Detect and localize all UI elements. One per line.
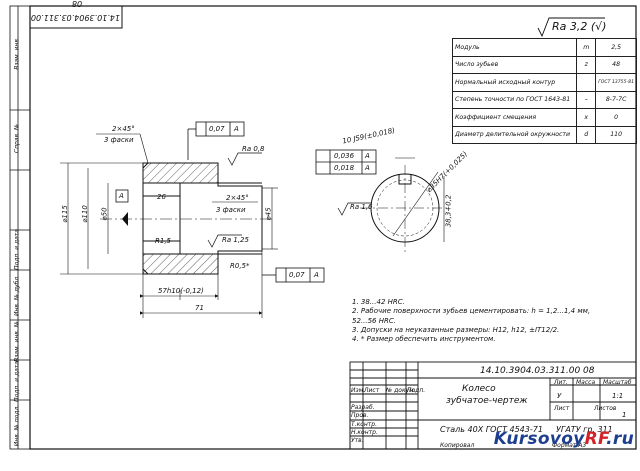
radius-15: R1,5	[155, 237, 171, 245]
hub-roughness-label: Ra 1,6	[350, 203, 373, 211]
col-lit: Лит.	[554, 379, 568, 386]
sheets-label: Листов	[594, 405, 617, 412]
col-scale: Масштаб	[603, 379, 632, 386]
top-code-box	[29, 5, 123, 29]
roughness-inner-sign	[207, 234, 242, 248]
head-izm: Изм.	[351, 387, 366, 394]
param-name: Модуль	[451, 38, 578, 57]
head-sign: Подп.	[407, 387, 426, 394]
dia-110: ⌀110	[80, 205, 89, 223]
drawing-canvas	[9, 5, 637, 450]
chamfer-top-leader	[96, 133, 149, 164]
chamfer-top-label: 2×45°	[112, 125, 135, 133]
head-doc: № докум.	[386, 387, 416, 394]
title-doc-code: 14.10.3904.03.311.00 08	[480, 366, 595, 376]
material-label: Сталь 40Х ГОСТ 4543-71	[440, 425, 543, 434]
role-utv: Утв.	[351, 437, 364, 444]
title-block	[349, 361, 637, 450]
table-row: Степень точности по ГОСТ 1643-81–8-7-7С	[451, 90, 637, 109]
side-stamp	[9, 5, 31, 450]
dia-50: ⌀50	[100, 207, 109, 221]
part-name-1: Колесо	[462, 384, 496, 394]
note-line: 2. Рабочие поверхности зубьев цементиров…	[352, 307, 591, 316]
side-label-1: Взам. инв.	[13, 37, 21, 70]
role-nkontr: Н.контр.	[351, 429, 378, 436]
hub-tol-1-datum: А	[365, 152, 370, 160]
param-name: Диаметр делительной окружности	[451, 125, 578, 144]
note-line: 1. 38...42 HRC.	[352, 298, 405, 306]
note-line: 52...56 HRC.	[352, 316, 396, 325]
side-label-7: Инв. № подл.	[13, 404, 21, 447]
side-label-2: Справ. №	[13, 123, 21, 154]
radius-05: R0,5*	[230, 262, 250, 270]
hub-dia-leader	[392, 171, 439, 237]
role-prov: Пров.	[351, 412, 369, 419]
datum-triangle	[122, 212, 128, 226]
hub-tolerance-frames	[315, 149, 377, 175]
runout-bottom-datum: А	[314, 271, 319, 279]
role-razrab: Разраб.	[351, 404, 375, 411]
dia-45: ⌀45	[264, 207, 273, 221]
runout-bottom-value: 0,07	[289, 271, 305, 279]
roughness-general: Ra 3,2 (√)	[552, 20, 607, 33]
param-name: Степень точности по ГОСТ 1643-81	[451, 90, 578, 109]
col-mass: Масса	[576, 379, 596, 386]
hub-tol-1: 0,036	[334, 152, 355, 160]
length-dimensions	[140, 251, 263, 318]
format-label: Формат А3	[552, 442, 587, 449]
roughness-general-sign	[537, 17, 605, 38]
chamfer-top-count: 3 фаски	[104, 136, 134, 144]
lit-value: У	[557, 392, 562, 400]
note-line: 4. * Размер обеспечить инструментом.	[352, 335, 496, 344]
sheets-value: 1	[622, 411, 627, 419]
dim-26: 26	[157, 193, 166, 201]
dia-dimensions	[60, 162, 278, 275]
datum-letter-box: А	[119, 192, 124, 200]
gear-section	[142, 162, 263, 275]
datum-box	[115, 189, 129, 203]
runout-frame-top	[187, 121, 245, 160]
top-code-rotated: 14.10.3904.03.311.00 08	[30, 0, 120, 22]
runout-top-value: 0,07	[209, 125, 225, 133]
part-name-2: зубчатое-чертеж	[446, 396, 528, 406]
param-name: Число зубьев	[451, 55, 578, 74]
technical-notes: 1. 38...42 HRC. 2. Рабочие поверхности з…	[352, 298, 590, 344]
roughness-bore-label: Ra 0,8	[242, 145, 265, 153]
runout-top-datum: А	[234, 125, 239, 133]
head-list: Лист	[364, 387, 380, 394]
sheet-label: Лист	[554, 405, 570, 412]
param-name: Коэффициент смещения	[451, 108, 578, 127]
runout-frame-bottom	[262, 267, 325, 283]
hub-tol-2-datum: А	[365, 164, 370, 172]
chamfer-mid-label: 2×45°	[226, 194, 249, 202]
param-name: Нормальный исходный контур	[451, 73, 578, 92]
dia-115: ⌀115	[60, 205, 69, 223]
org-label: УГАТУ гр. 311	[556, 425, 613, 434]
keyway-depth: 38,3+0,2	[444, 194, 453, 228]
role-tkontr: Т.контр.	[351, 421, 378, 428]
chamfer-mid-count: 3 фаски	[216, 206, 246, 214]
copied-label: Копировал	[440, 442, 475, 449]
hub-roughness-sign	[337, 202, 372, 216]
hub-tol-2: 0,018	[334, 164, 355, 172]
note-line: 3. Допуски на неуказанные размеры: H12, …	[352, 325, 560, 334]
scale-value: 1:1	[612, 392, 624, 400]
watermark-logo: KursovoyRF.ru	[493, 429, 634, 449]
roughness-bore-sign	[227, 152, 262, 166]
width-dim: 57h10(-0,12)	[158, 287, 204, 295]
length-71: 71	[195, 304, 204, 312]
roughness-inner-label: Ra 1,25	[222, 236, 249, 244]
